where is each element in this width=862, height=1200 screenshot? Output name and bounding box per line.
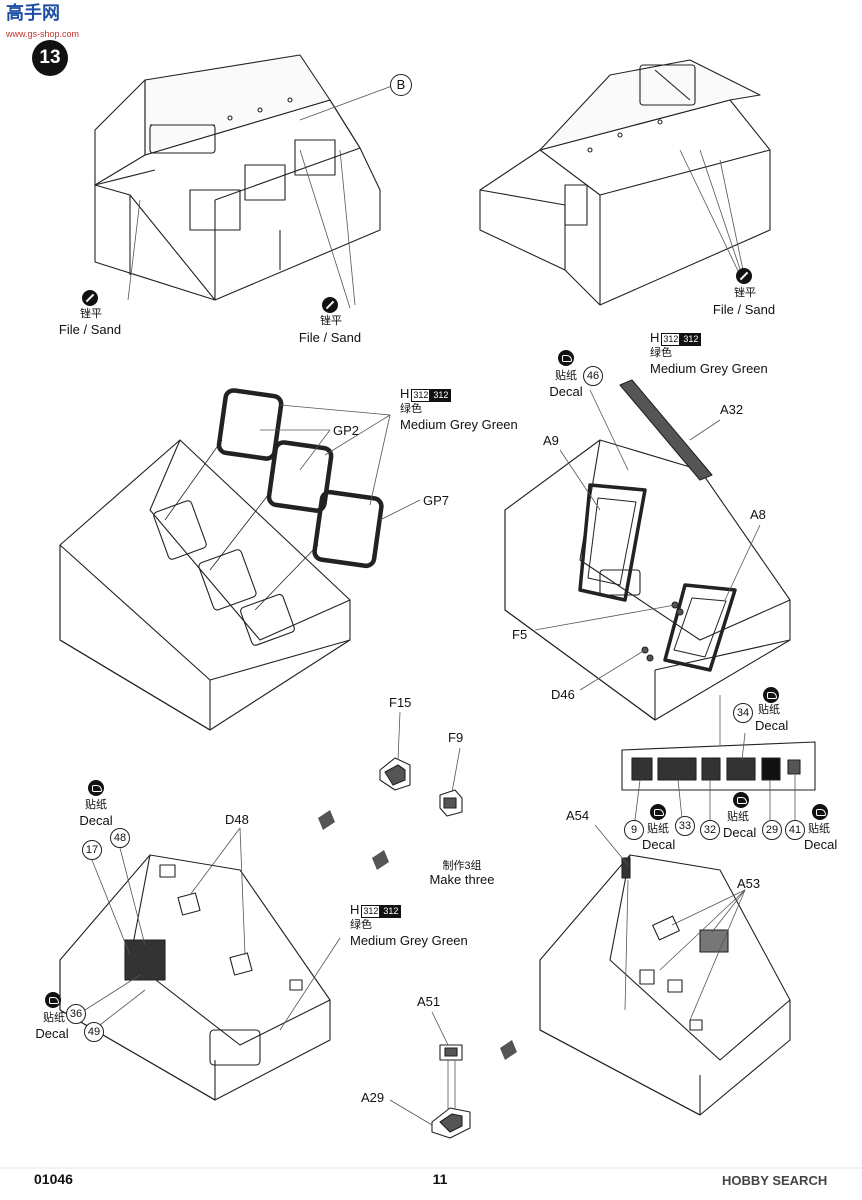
color-name-en: Medium Grey Green bbox=[400, 417, 518, 432]
decal-sheet bbox=[621, 695, 816, 821]
color-number-outline: 312 bbox=[361, 905, 381, 918]
file-icon bbox=[82, 290, 98, 306]
decal-label-cn: 贴纸 bbox=[808, 823, 830, 835]
part-a9: A9 bbox=[543, 433, 559, 448]
part-f5: F5 bbox=[512, 627, 528, 642]
brand-mark: HOBBY SEARCH bbox=[722, 1173, 828, 1188]
color-name-en: Medium Grey Green bbox=[650, 361, 768, 376]
decal-label-en: Decal bbox=[723, 825, 757, 840]
decal-label-en: Decal bbox=[755, 718, 789, 733]
file-label-en: File / Sand bbox=[298, 330, 362, 345]
decal-number-49: 49 bbox=[84, 1022, 104, 1042]
decal-label-en: Decal bbox=[642, 837, 676, 852]
color-name-en: Medium Grey Green bbox=[350, 933, 468, 948]
color-number-outline: 312 bbox=[411, 389, 431, 402]
decal-label-cn: 贴纸 bbox=[85, 799, 107, 811]
interior-view-bottom-left bbox=[59, 827, 341, 1101]
step-number-badge: 13 bbox=[32, 40, 68, 76]
decal-label-cn: 贴纸 bbox=[727, 811, 749, 823]
small-parts-a51-a29 bbox=[389, 1011, 471, 1139]
part-gp2: GP2 bbox=[333, 423, 360, 438]
decal-icon bbox=[650, 804, 666, 820]
color-code: H bbox=[650, 330, 660, 345]
decal-icon bbox=[558, 350, 574, 366]
decal-number-33: 33 bbox=[675, 816, 695, 836]
part-d48: D48 bbox=[225, 812, 249, 827]
make-three-cn: 制作3组 bbox=[442, 860, 482, 872]
decal-number-36: 36 bbox=[66, 1004, 86, 1024]
decal-label-en: Decal bbox=[35, 1026, 69, 1041]
interior-view-bottom-right bbox=[539, 824, 791, 1116]
part-f9: F9 bbox=[448, 730, 464, 745]
decal-number-48: 48 bbox=[110, 828, 130, 848]
decal-label-cn: 贴纸 bbox=[758, 704, 780, 716]
decal-label-en: Decal bbox=[549, 384, 583, 399]
decal-icon bbox=[733, 792, 749, 808]
decal-label-cn: 贴纸 bbox=[555, 370, 577, 382]
decal-icon bbox=[763, 687, 779, 703]
make-three-en: Make three bbox=[429, 872, 495, 887]
file-label-cn: 锉平 bbox=[80, 308, 102, 320]
decal-number-46: 46 bbox=[583, 366, 603, 386]
file-label-cn: 锉平 bbox=[734, 287, 756, 299]
part-a53: A53 bbox=[737, 876, 761, 891]
hull-view-top-left bbox=[94, 54, 393, 309]
part-a8: A8 bbox=[750, 507, 766, 522]
decal-icon bbox=[812, 804, 828, 820]
color-code: H bbox=[400, 386, 410, 401]
decal-label-cn: 贴纸 bbox=[647, 823, 669, 835]
color-number-filled: 312 bbox=[680, 333, 702, 346]
b-marker: B bbox=[390, 74, 412, 96]
decal-number-34: 34 bbox=[733, 703, 753, 723]
part-gp7: GP7 bbox=[423, 493, 450, 508]
small-parts-f15-f9 bbox=[318, 711, 517, 1060]
part-d46: D46 bbox=[551, 687, 575, 702]
part-a32: A32 bbox=[720, 402, 744, 417]
site-logo: 高手网 bbox=[6, 3, 60, 23]
file-label-en: File / Sand bbox=[712, 302, 776, 317]
page-number: 11 bbox=[432, 1171, 448, 1187]
decal-label-cn: 贴纸 bbox=[43, 1012, 65, 1024]
catalog-number: 01046 bbox=[34, 1171, 73, 1187]
hull-view-top-right bbox=[479, 59, 771, 306]
color-number-filled: 312 bbox=[430, 389, 452, 402]
decal-icon bbox=[45, 992, 61, 1008]
part-f15: F15 bbox=[389, 695, 412, 710]
decal-number-41: 41 bbox=[785, 820, 805, 840]
decal-number-9: 9 bbox=[624, 820, 644, 840]
color-code: H bbox=[350, 902, 360, 917]
decal-icon bbox=[88, 780, 104, 796]
decal-number-32: 32 bbox=[700, 820, 720, 840]
file-label-cn: 锉平 bbox=[320, 315, 342, 327]
color-number-filled: 312 bbox=[380, 905, 402, 918]
part-a51: A51 bbox=[417, 994, 441, 1009]
file-icon bbox=[322, 297, 338, 313]
site-url: www.gs-shop.com bbox=[6, 29, 80, 39]
interior-view-gaskets bbox=[59, 388, 421, 731]
color-name-cn: 绿色 bbox=[400, 403, 422, 415]
decal-number-17: 17 bbox=[82, 840, 102, 860]
file-icon bbox=[736, 268, 752, 284]
interior-view-doors bbox=[504, 379, 791, 721]
decal-label-en: Decal bbox=[79, 813, 113, 828]
part-a54: A54 bbox=[566, 808, 590, 823]
color-name-cn: 绿色 bbox=[650, 347, 672, 359]
decal-number-29: 29 bbox=[762, 820, 782, 840]
color-number-outline: 312 bbox=[661, 333, 681, 346]
color-name-cn: 绿色 bbox=[350, 919, 372, 931]
decal-label-en: Decal bbox=[804, 837, 838, 852]
file-label-en: File / Sand bbox=[58, 322, 122, 337]
part-a29: A29 bbox=[361, 1090, 385, 1105]
